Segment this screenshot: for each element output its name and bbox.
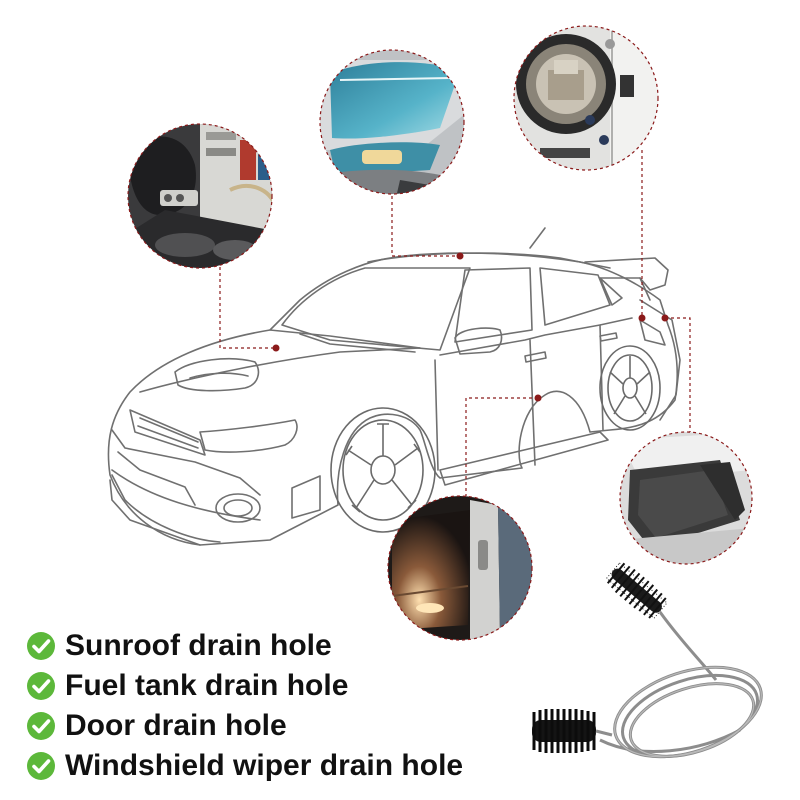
- fuel-tank-photo: [513, 25, 659, 171]
- feature-label: Fuel tank drain hole: [65, 669, 349, 702]
- feature-list: Sunroof drain hole Fuel tank drain hole …: [26, 626, 463, 786]
- feature-item-door: Door drain hole: [26, 706, 463, 746]
- door-photo: [387, 495, 533, 641]
- check-circle-icon: [27, 712, 55, 740]
- check-circle-icon: [27, 752, 55, 780]
- engine-bay-photo: [127, 123, 273, 269]
- feature-label: Sunroof drain hole: [65, 629, 332, 662]
- drain-cleaning-brush: [532, 562, 763, 759]
- feature-item-sunroof: Sunroof drain hole: [26, 626, 463, 666]
- rear-wheel: [599, 345, 661, 431]
- front-wheel: [330, 407, 436, 533]
- car-line-drawing: [107, 227, 681, 546]
- feature-label: Door drain hole: [65, 709, 287, 742]
- check-circle-icon: [27, 672, 55, 700]
- check-circle-icon: [27, 632, 55, 660]
- sunroof-photo: [319, 49, 465, 195]
- feature-item-fuel-tank: Fuel tank drain hole: [26, 666, 463, 706]
- leader-markers: [272, 252, 669, 402]
- trunk-photo: [619, 431, 753, 565]
- feature-item-windshield-wiper: Windshield wiper drain hole: [26, 746, 463, 786]
- feature-label: Windshield wiper drain hole: [65, 749, 464, 782]
- leader-lines: [219, 150, 691, 496]
